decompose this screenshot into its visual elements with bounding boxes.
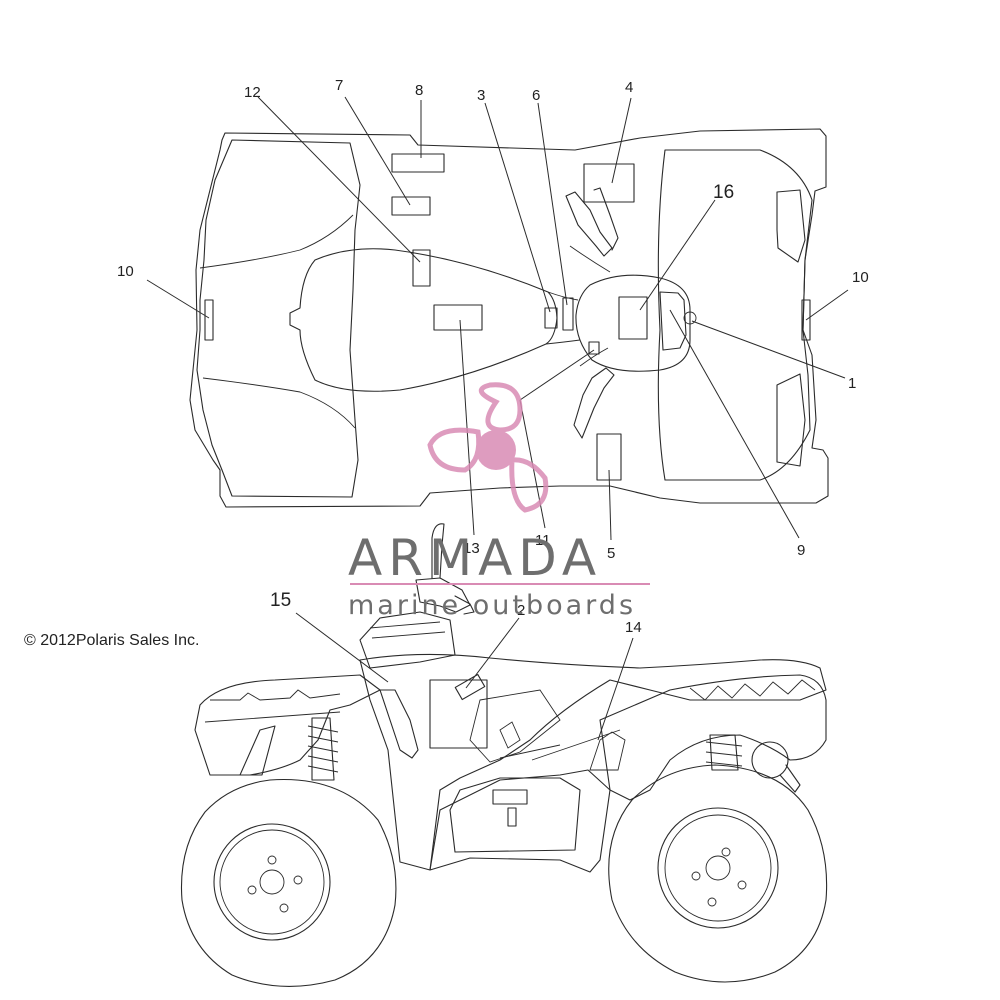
callout-1: 1 [848, 375, 856, 392]
side-view-leader-lines [295, 612, 634, 741]
atv-top-view [189, 128, 829, 508]
callout-9: 9 [797, 542, 805, 559]
callout-4: 4 [625, 79, 633, 96]
watermark: ARMADA marine outboards [348, 382, 650, 621]
callout-15: 15 [270, 590, 291, 611]
callout-11: 11 [535, 532, 551, 549]
callout-6: 6 [532, 87, 540, 104]
watermark-tagline: marine outboards [348, 590, 636, 621]
callout-10-right: 10 [852, 269, 869, 286]
top-view-leader-lines [146, 96, 849, 541]
atv-side-view [180, 523, 828, 987]
callout-2: 2 [517, 602, 525, 619]
callout-16: 16 [713, 182, 734, 203]
propeller-logo-icon [427, 382, 549, 513]
callout-3: 3 [477, 87, 485, 104]
callout-10-left: 10 [117, 263, 134, 280]
callout-5: 5 [607, 545, 615, 562]
callout-7: 7 [335, 77, 343, 94]
callout-8: 8 [415, 82, 423, 99]
copyright-notice: © 2012Polaris Sales Inc. [24, 632, 200, 649]
callout-13: 13 [463, 540, 480, 557]
watermark-brand: ARMADA [348, 529, 602, 587]
callout-14: 14 [625, 619, 642, 636]
callout-12: 12 [244, 84, 261, 101]
callout-labels: 1 2 3 4 5 6 7 8 9 10 10 11 12 13 14 15 1… [117, 77, 869, 636]
